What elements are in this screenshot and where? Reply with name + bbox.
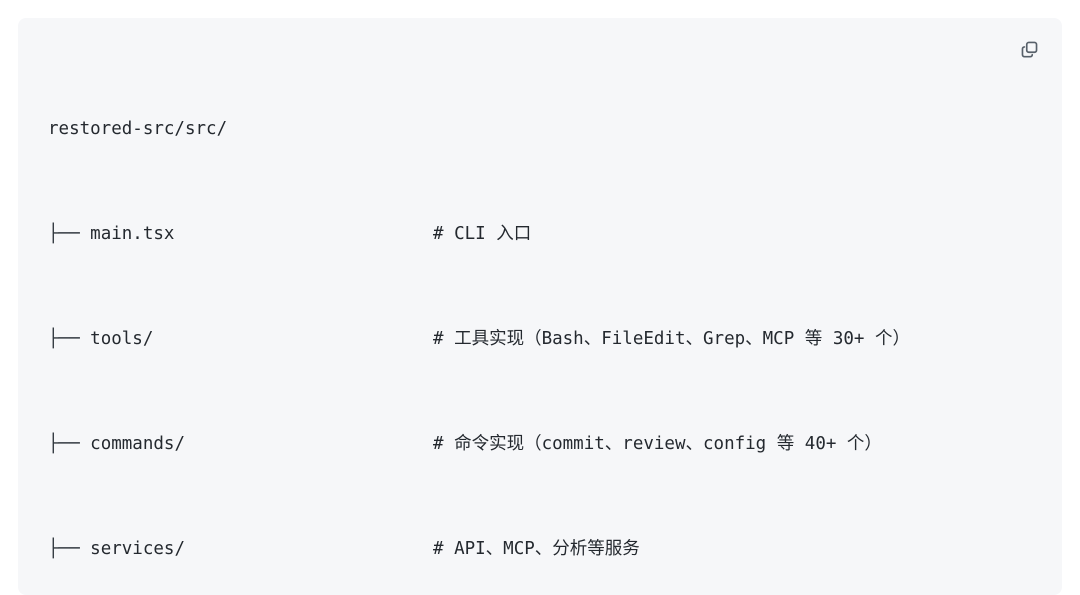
tree-branch-glyph: ├──: [48, 224, 91, 244]
tree-row: ├── services/ # API、MCP、分析等服务: [48, 532, 1062, 567]
tree-branch-glyph: ├──: [48, 539, 91, 559]
code-scroll-area[interactable]: restored-src/src/ ├── main.tsx # CLI 入口 ├…: [18, 18, 1062, 595]
tree-entry-comment: # 工具实现（Bash、FileEdit、Grep、MCP 等 30+ 个）: [433, 329, 910, 349]
tree-row: ├── tools/ # 工具实现（Bash、FileEdit、Grep、MCP …: [48, 322, 1062, 357]
tree-entry-comment: # 命令实现（commit、review、config 等 40+ 个）: [433, 434, 882, 454]
tree-branch-glyph: ├──: [48, 329, 91, 349]
tree-root-path: restored-src/src/: [48, 119, 228, 139]
tree-entry-name: main.tsx: [90, 224, 175, 244]
tree-entry-comment: # API、MCP、分析等服务: [433, 539, 640, 559]
tree-entry-comment: # CLI 入口: [433, 224, 532, 244]
tree-row: ├── main.tsx # CLI 入口: [48, 217, 1062, 252]
tree-row: ├── commands/ # 命令实现（commit、review、config…: [48, 427, 1062, 462]
copy-icon: [1020, 40, 1039, 59]
directory-tree: restored-src/src/ ├── main.tsx # CLI 入口 ├…: [48, 42, 1062, 595]
code-block: restored-src/src/ ├── main.tsx # CLI 入口 ├…: [18, 18, 1062, 595]
copy-button[interactable]: [1014, 34, 1044, 64]
tree-branch-glyph: ├──: [48, 434, 91, 454]
tree-entry-name: services/: [90, 539, 185, 559]
tree-entry-name: tools/: [90, 329, 154, 349]
tree-root-line: restored-src/src/: [48, 112, 1062, 147]
tree-entry-name: commands/: [90, 434, 185, 454]
